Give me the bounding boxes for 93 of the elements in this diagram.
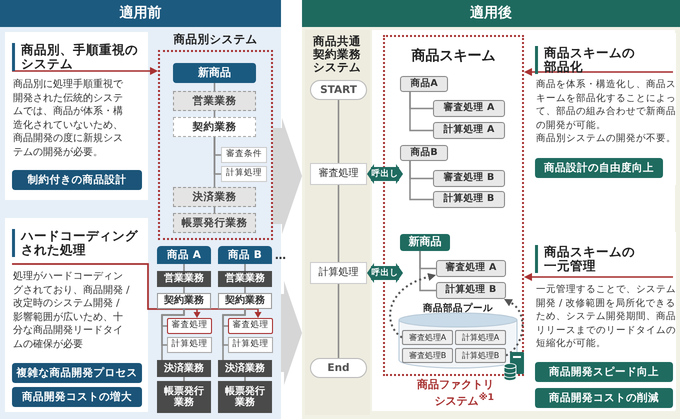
result-badge: 商品開発コストの削減 bbox=[535, 388, 673, 408]
card-heading: 商品スキームの一元管理 bbox=[535, 245, 639, 273]
card-text: 商品を体系・構造化し、商品スキームを部品化することによって、部品の組み合わせで新商品の開発が可能。 bbox=[536, 78, 676, 132]
panel-header: 適用後 bbox=[302, 0, 680, 27]
process-box: 帳票発行業務 bbox=[173, 213, 256, 233]
block-arrow bbox=[281, 281, 302, 385]
connector-line bbox=[214, 207, 216, 213]
process-box: 計算処理 bbox=[228, 337, 273, 353]
panel-header: 適用前 bbox=[0, 0, 281, 27]
text-card bbox=[5, 32, 148, 200]
terminal-pill: End bbox=[310, 358, 367, 378]
column-title: 商品共通契約業務システム bbox=[312, 35, 362, 74]
process-box: 計算処理 bbox=[310, 262, 367, 284]
process-box: 契約業務 bbox=[218, 293, 272, 309]
product-box: 商品 A bbox=[157, 246, 211, 264]
process-box: 審査処理 bbox=[167, 318, 212, 334]
result-badge: 商品開発コストの増大 bbox=[12, 387, 142, 407]
card-text: 商品別に処理手順重視で開発された伝統的システムでは、商品が体系・構造化されていないため、商品開発の度に新規システムの開発が必要。 bbox=[13, 78, 124, 159]
pool-title: 商品部品プール bbox=[422, 302, 494, 315]
terminal-pill: START bbox=[310, 80, 367, 100]
ellipsis-text: … bbox=[275, 249, 286, 262]
card-text: 一元管理することで、システム開発 / 改修範囲を局所化できるため、システム開発期間、商品リリースまでのリードタイムの短縮化が可能。 bbox=[536, 283, 676, 350]
part-box: 審査処理A bbox=[402, 330, 453, 345]
process-box: 帳票発行業務 bbox=[157, 381, 211, 413]
connector-line bbox=[183, 377, 185, 381]
system-caption: 商品ファクトリシステム$^{※1}$ bbox=[416, 378, 494, 408]
arrow bbox=[504, 298, 524, 356]
edge-label: 呼出し bbox=[371, 167, 399, 181]
process-box: 営業業務 bbox=[218, 271, 272, 287]
result-badge: 商品開発スピード向上 bbox=[535, 362, 673, 382]
process-box: 営業業務 bbox=[157, 271, 211, 287]
connector-line bbox=[244, 264, 246, 271]
connector-line bbox=[338, 284, 340, 358]
part-box: 審査処理B bbox=[402, 348, 453, 363]
product-box: 新商品 bbox=[173, 63, 256, 83]
part-box: 計算処理B bbox=[455, 348, 506, 363]
process-box: 計算処理 A bbox=[433, 122, 505, 139]
arrow bbox=[524, 273, 673, 281]
result-badge: 商品設計の自由度向上 bbox=[535, 158, 663, 178]
connector-line bbox=[214, 83, 216, 91]
card-text: 商品別システムの開発が不要。 bbox=[536, 132, 676, 146]
card-heading: ハードコーディングされた処理 bbox=[12, 229, 139, 257]
process-box: 計算処理 bbox=[221, 166, 267, 182]
arrow bbox=[12, 263, 262, 318]
text-card bbox=[5, 218, 148, 412]
process-box: 審査処理 A bbox=[433, 100, 505, 117]
arrow bbox=[12, 67, 158, 75]
connector-line bbox=[222, 309, 246, 360]
process-box: 帳票発行業務 bbox=[218, 381, 272, 413]
process-box: 審査条件 bbox=[221, 147, 267, 163]
block-arrow bbox=[273, 118, 302, 234]
arrow bbox=[524, 68, 673, 76]
process-box: 計算処理 B bbox=[436, 282, 506, 299]
card-heading: 商品別、手順重視のシステム bbox=[12, 43, 139, 71]
arrow bbox=[389, 273, 436, 338]
connector-line bbox=[338, 100, 340, 163]
connector-line bbox=[183, 264, 185, 271]
result-badge: 複雑な商品開発プロセス bbox=[12, 363, 142, 383]
process-box: 計算処理 bbox=[167, 337, 212, 353]
connector-line bbox=[244, 377, 246, 381]
process-box: 商品B bbox=[400, 145, 448, 161]
product-box: 商品 B bbox=[218, 246, 272, 264]
process-box: 決済業務 bbox=[173, 187, 256, 207]
connector-line bbox=[409, 92, 433, 132]
process-box: 決済業務 bbox=[218, 360, 272, 377]
part-box: 計算処理A bbox=[455, 330, 506, 345]
connector-line bbox=[161, 309, 185, 360]
connector-line bbox=[183, 287, 185, 293]
connector-line bbox=[244, 287, 246, 293]
connector-line bbox=[214, 111, 216, 117]
process-box: 審査処理 B bbox=[433, 170, 505, 187]
process-box: 決済業務 bbox=[157, 360, 211, 377]
connector-line bbox=[214, 137, 216, 187]
edge-label: 呼出し bbox=[371, 266, 399, 280]
process-box: 審査処理 A bbox=[436, 260, 506, 277]
process-box: 契約業務 bbox=[157, 293, 211, 309]
card-text: 処理がハードコーディングされており、商品開発 / 改定時のシステム開発 / 影響範囲が広いため、十分な商品開発リードタイムの確保が必要 bbox=[13, 270, 131, 351]
process-box: 営業業務 bbox=[173, 91, 256, 111]
connector-line bbox=[409, 161, 433, 200]
process-box: 商品A bbox=[400, 76, 448, 92]
process-box: 契約業務 bbox=[173, 117, 256, 137]
process-box: 計算処理 B bbox=[433, 191, 505, 208]
card-heading: 商品スキームの部品化 bbox=[535, 46, 639, 74]
system-title: 商品別システム bbox=[172, 32, 258, 47]
connector-line bbox=[419, 251, 436, 292]
product-box: 新商品 bbox=[400, 234, 450, 251]
process-box: 審査処理 bbox=[310, 163, 367, 185]
connector-line bbox=[338, 185, 340, 262]
result-badge: 制約付きの商品設計 bbox=[12, 170, 142, 190]
system-column bbox=[305, 30, 370, 415]
process-box: 審査処理 bbox=[228, 318, 273, 334]
system-title: 商品スキーム bbox=[410, 47, 496, 65]
panel bbox=[302, 0, 680, 419]
